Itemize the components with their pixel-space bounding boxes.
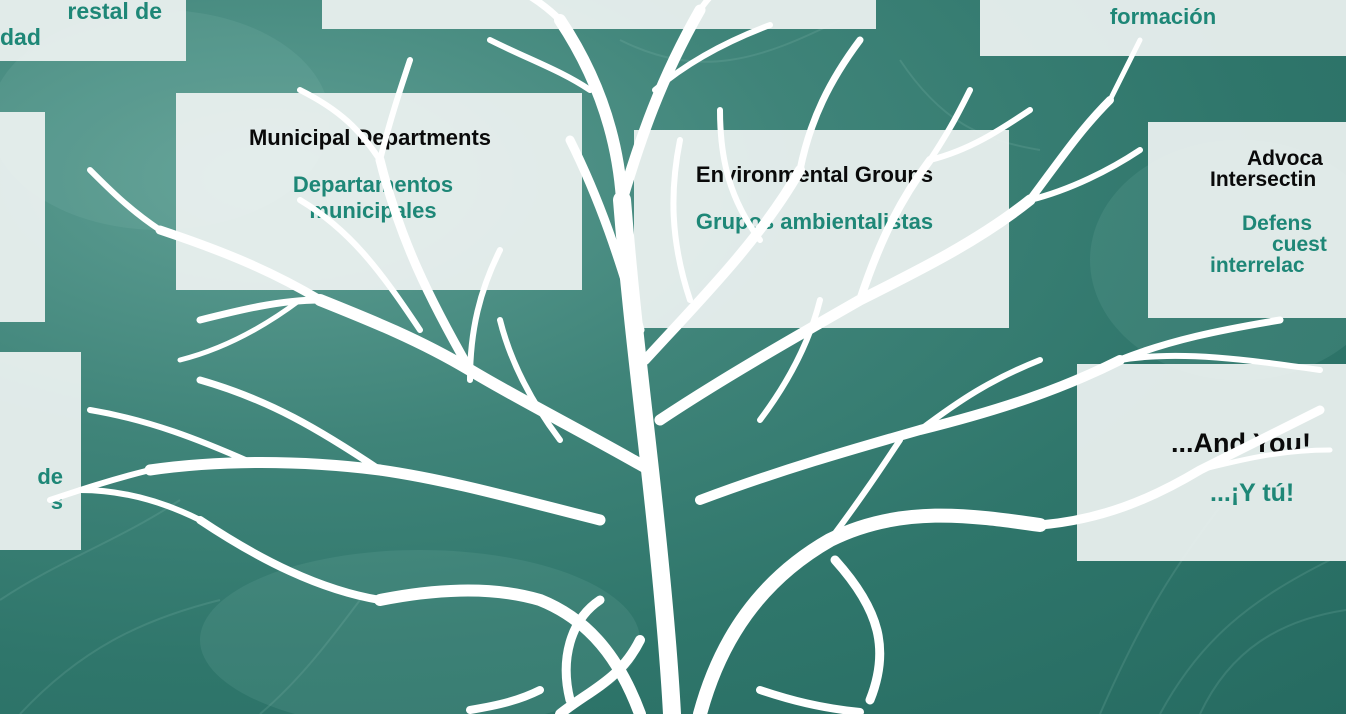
card-and-you-en: ...And You! — [1171, 428, 1311, 458]
card-environmental-es: Grupos ambientalistas — [695, 209, 934, 235]
card-top-right-es-line1: formación — [1109, 4, 1217, 29]
card-advocates-es-line1: Defens — [1242, 212, 1313, 236]
card-top-left-es-line2: dad — [0, 24, 41, 51]
card-municipal-en: Municipal Departments — [248, 125, 492, 150]
card-environmental-groups: Environmental Groups Grupos ambientalist… — [634, 130, 1009, 328]
card-top-center — [322, 0, 876, 29]
card-top-left-es-line1: restal de — [67, 0, 162, 24]
card-advocates-es-line3: interrelac — [1210, 254, 1305, 278]
card-top-right: formación — [980, 0, 1346, 56]
card-municipal-es-line2: municipales — [309, 197, 437, 223]
card-municipal-departments: Municipal Departments Departamentos muni… — [176, 93, 582, 290]
card-and-you: ...And You! ...¡Y tú! — [1077, 364, 1346, 561]
card-environmental-en: Environmental Groups — [695, 162, 934, 187]
card-municipal-es-line1: Departamentos — [292, 172, 454, 198]
card-advocates-en-line2: Intersectin — [1210, 168, 1317, 191]
card-left-mid-es-line2: s — [50, 489, 63, 515]
card-and-you-es: ...¡Y tú! — [1210, 479, 1295, 508]
card-top-left: restal de dad — [0, 0, 186, 61]
card-advocates: Advoca Intersectin Defens cuest interrel… — [1148, 122, 1346, 318]
card-advocates-en-line1: Advoca — [1247, 147, 1323, 170]
card-left-upper — [0, 112, 45, 322]
card-left-mid: de s — [0, 352, 81, 550]
card-advocates-es-line2: cuest — [1272, 233, 1327, 257]
card-left-mid-es-line1: de — [37, 464, 63, 489]
